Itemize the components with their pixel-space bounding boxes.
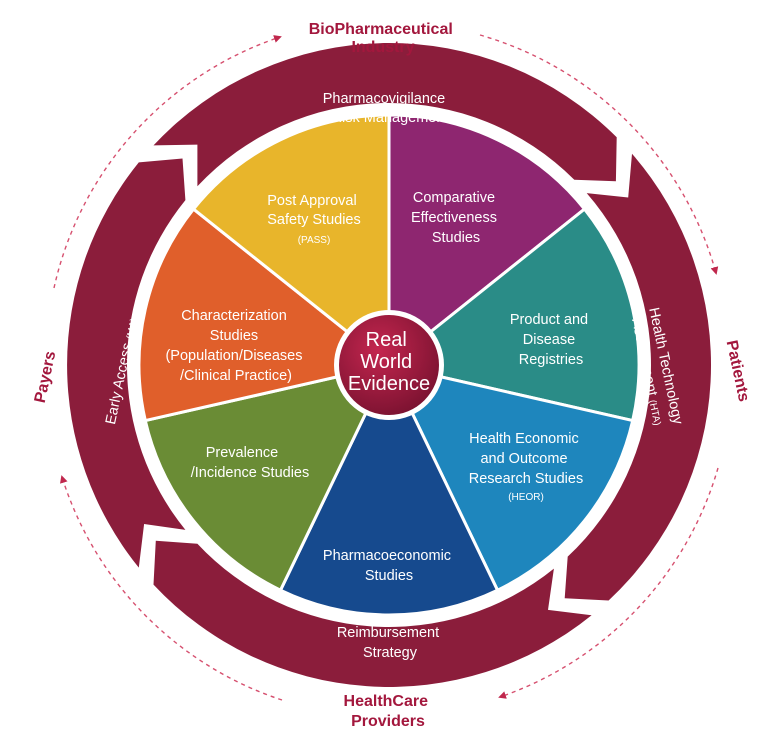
segment-pass [192,113,391,367]
segment-registries [387,207,641,423]
ring-arc-early-access [67,158,186,568]
segment-labels: Comparative Effectiveness Studies Produc… [165,190,592,584]
arrow-payers-to-biopharma [53,35,282,289]
segment-characterization [137,207,391,423]
stakeholder-patients: Patients [723,339,753,404]
arrow-patients-to-healthcare [498,467,719,699]
process-ring [67,42,712,687]
label-pharmacoeconomic: Pharmacoeconomic Studies [323,548,455,584]
segment-prevalence [143,363,391,592]
center-title: Real World Evidence [348,329,430,395]
segment-comparative [387,113,586,367]
segment-pharmacoeconomic [279,363,499,617]
ring-label-reimbursement: Reimbursement Strategy [337,625,443,661]
label-heor-abbrev: (HEOR) [508,492,544,503]
study-segments [137,113,641,617]
center-badge: Real World Evidence [334,310,444,420]
stakeholder-biopharma: BioPharmaceutical Industry [309,21,458,56]
arrow-biopharma-to-patients [479,34,719,275]
label-registries: Product and Disease Registries [510,312,592,368]
label-characterization: Characterization Studies (Population/Dis… [165,308,306,384]
stakeholder-cycle [53,34,719,701]
stakeholder-healthcare: HealthCare Providers [344,693,433,730]
label-pass: Post Approval Safety Studies [267,193,361,228]
label-heor: Health Economic and Outcome Research Stu… [469,431,583,487]
segment-heor [387,363,635,592]
ring-label-pharmacovigilance: Pharmacovigilance / Risk Management [323,91,450,126]
ring-arc-reimbursement [153,540,592,687]
ring-arc-pharmacovigilance [153,42,617,187]
label-prevalence: Prevalence /Incidence Studies [191,445,310,481]
ring-arc-hta [564,153,712,601]
arrow-healthcare-to-payers [60,475,283,701]
label-pass-abbrev: (PASS) [298,235,331,246]
stakeholder-payers: Payers [32,350,60,405]
label-comparative: Comparative Effectiveness Studies [411,190,501,246]
